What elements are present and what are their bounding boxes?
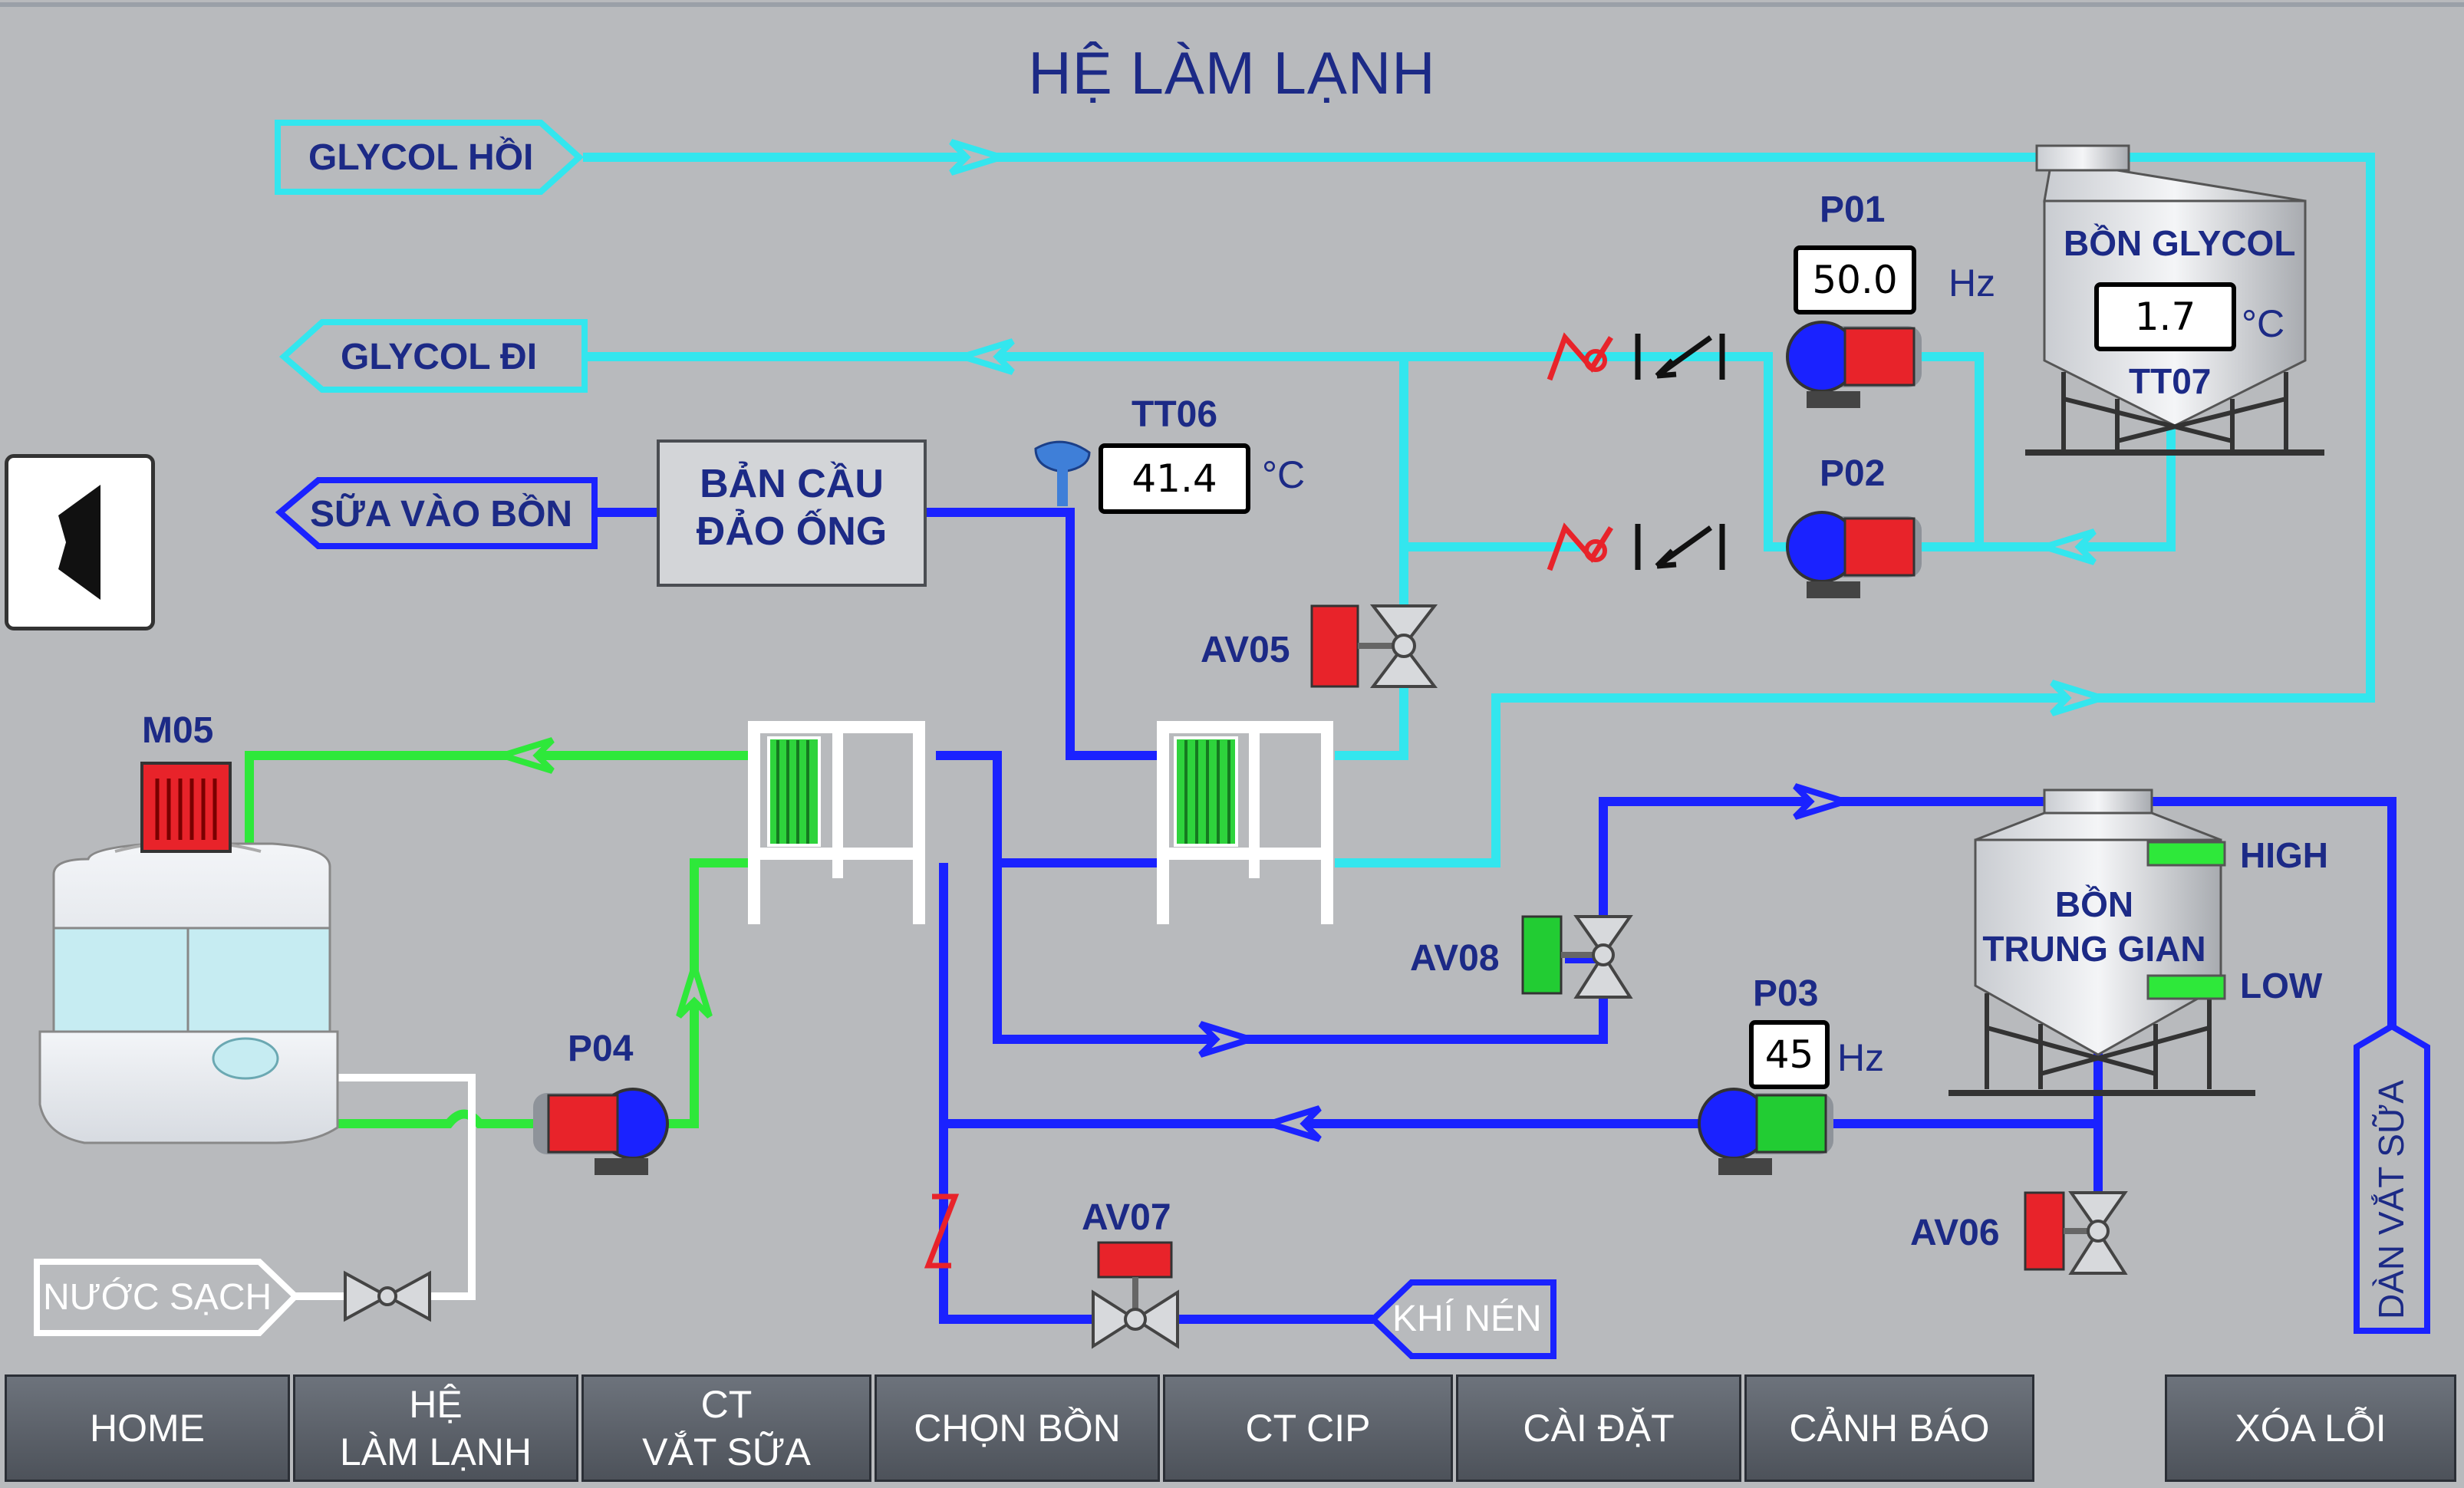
level-low-indicator: [2146, 974, 2226, 1000]
nav-milking-button[interactable]: CT VẮT SỮA: [581, 1374, 871, 1482]
av05-label: AV05: [1201, 630, 1290, 670]
p01-label: P01: [1820, 189, 1886, 230]
plate-cooler-label-line2: ĐẢO ỐNG: [696, 509, 888, 554]
p01-frequency-value[interactable]: 50.0: [1794, 245, 1916, 314]
nav-cip-label: CT CIP: [1245, 1407, 1371, 1450]
buffer-tank-label-line2: TRUNG GIAN: [1982, 929, 2206, 969]
plate-cooler-label-line1: BẢN CẦU: [700, 462, 884, 506]
glycol-flow-arrows: [949, 139, 2113, 716]
p03-frequency-unit: Hz: [1837, 1036, 1885, 1079]
milk-flow-arrows: [1198, 783, 1856, 1142]
nav-cooling-label-2: LÀM LẠNH: [339, 1430, 532, 1473]
nav-cooling-button[interactable]: HỆ LÀM LẠNH: [293, 1374, 578, 1482]
nav-home-button[interactable]: HOME: [5, 1374, 290, 1482]
plate-cooler-label: BẢN CẦU ĐẢO ỐNG: [658, 460, 925, 555]
buffer-tank: [1948, 788, 2255, 1096]
nav-settings-button[interactable]: CÀI ĐẶT: [1456, 1374, 1741, 1482]
bottom-nav: HOME HỆ LÀM LẠNH CT VẮT SỮA CHỌN BỒN CT …: [0, 1370, 2464, 1488]
nav-select-tank-button[interactable]: CHỌN BỒN: [875, 1374, 1160, 1482]
p04-label: P04: [568, 1029, 634, 1069]
back-arrow-icon: [58, 485, 100, 600]
tt06-value: 41.4: [1099, 443, 1250, 514]
valve-fresh-water-shape: [344, 1270, 431, 1322]
milking-line-flag: DÀN VẮT SỮA: [2371, 1080, 2411, 1319]
p03-frequency-value[interactable]: 45: [1749, 1020, 1830, 1089]
p02-pump[interactable]: [1795, 512, 1925, 601]
pump-p01-shape: [1786, 321, 1922, 408]
av06-valve[interactable]: [2021, 1189, 2129, 1277]
glycol-tank-label: BỒN GLYCOL: [2064, 223, 2296, 263]
compressed-air-flag: KHÍ NÉN: [1392, 1299, 1542, 1339]
av07-label: AV07: [1082, 1197, 1171, 1238]
glycol-supply-flag: GLYCOL ĐI: [341, 337, 538, 377]
level-low-label: LOW: [2240, 966, 2323, 1006]
av06-label: AV06: [1910, 1213, 2000, 1253]
milk-to-tank-flag: SỮA VÀO BỒN: [310, 494, 573, 535]
page-title: HỆ LÀM LẠNH: [1028, 39, 1436, 107]
av05-valve[interactable]: [1304, 602, 1442, 694]
valve-av07-shape: [1092, 1241, 1179, 1349]
p03-pump[interactable]: [1707, 1089, 1837, 1177]
p01-frequency-unit: Hz: [1948, 262, 1996, 305]
nav-milking-label-1: CT: [700, 1383, 753, 1426]
pump-p02-shape: [1786, 511, 1922, 598]
av08-label: AV08: [1410, 938, 1500, 979]
p01-pump[interactable]: [1795, 322, 1925, 410]
nav-milking-label-2: VẮT SỮA: [642, 1430, 811, 1473]
glycol-supply-line: [585, 352, 2176, 760]
nav-cooling-label-1: HỆ: [409, 1383, 463, 1426]
valve-av05-shape: [1310, 604, 1438, 688]
fresh-water-line: [295, 1074, 476, 1300]
glycol-tank-temp-value: 1.7: [2094, 282, 2236, 351]
buffer-tank-label: BỒN TRUNG GIAN: [1975, 882, 2213, 971]
pump-p03-shape: [1698, 1088, 1833, 1175]
nav-alarms-label: CẢNH BÁO: [1789, 1407, 1990, 1450]
p02-label: P02: [1820, 453, 1886, 494]
water-flow-arrows: [492, 737, 713, 1019]
level-high-indicator: [2146, 841, 2226, 867]
valve-av06-shape: [2024, 1191, 2128, 1275]
nav-alarms-button[interactable]: CẢNH BÁO: [1744, 1374, 2034, 1482]
plate-heat-exchanger-2: [1157, 721, 1333, 924]
tt06-label: TT06: [1132, 394, 1218, 435]
plate-heat-exchanger-1: [748, 721, 925, 924]
tt06-sensor-shape: [1034, 440, 1091, 506]
nav-cip-button[interactable]: CT CIP: [1163, 1374, 1453, 1482]
nav-home-label: HOME: [90, 1407, 205, 1450]
level-high-label: HIGH: [2240, 835, 2328, 875]
pump-p04-shape: [533, 1088, 669, 1175]
nav-settings-label: CÀI ĐẶT: [1523, 1407, 1675, 1450]
p04-pump[interactable]: [529, 1089, 660, 1177]
cooling-tower: [38, 840, 339, 1144]
p03-label: P03: [1753, 973, 1819, 1014]
motor-m05[interactable]: [138, 759, 234, 855]
nav-reset-errors-label: XÓA LỖI: [2235, 1407, 2387, 1450]
back-button[interactable]: [5, 454, 155, 630]
m05-label: M05: [142, 710, 214, 751]
flag-shapes: [34, 120, 2430, 1359]
nav-reset-errors-button[interactable]: XÓA LỖI: [2165, 1374, 2456, 1482]
buffer-tank-label-line1: BỒN: [2054, 884, 2134, 924]
plate-cooler-box: [657, 439, 927, 587]
motor-m05-shape: [140, 762, 232, 853]
tt07-label: TT07: [2129, 361, 2212, 401]
nav-select-tank-label: CHỌN BỒN: [914, 1407, 1121, 1450]
glycol-return-flag: GLYCOL HỒI: [308, 137, 534, 178]
av07-valve[interactable]: [1089, 1239, 1181, 1350]
glycol-tank-temp-unit: °C: [2242, 302, 2285, 345]
glycol-line-fittings: [924, 332, 1725, 1269]
av08-valve[interactable]: [1519, 913, 1634, 1001]
tt06-unit: °C: [1262, 453, 1306, 496]
fresh-water-flag: NƯỚC SẠCH: [43, 1277, 272, 1318]
valve-av08-shape: [1521, 915, 1633, 999]
